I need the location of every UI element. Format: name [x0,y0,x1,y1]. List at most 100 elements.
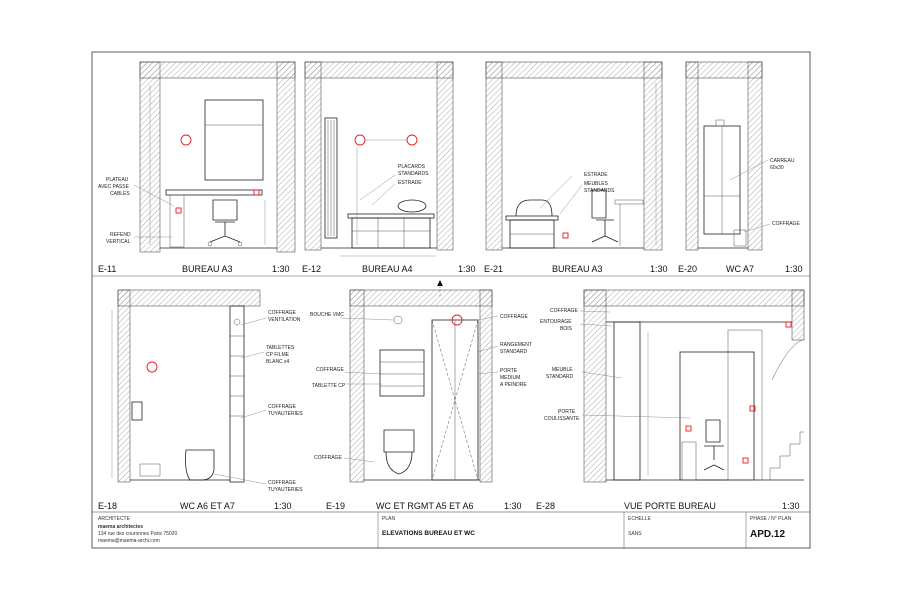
row-1-captions: E-11 BUREAU A3 1:30 E-12 BUREAU A4 1:30 … [92,264,810,277]
view-title-e19: WC ET RGMT A5 ET A6 [376,501,474,511]
office-chair [703,419,725,471]
elevation-e18: COFFRAGE VENTILATION TABLETTES CP FILME … [111,289,303,493]
firm-name: maema architectes [98,524,143,530]
elevation-e12: PLACARDS STANDARDS ESTRADE [304,61,454,257]
ceiling-slab [139,61,296,79]
elevation-e11: PLATEAU AVEC PASSE CABLES REFEND VERTICA… [98,61,296,253]
sheet-border [91,51,811,549]
label-plateau-1: PLATEAU [106,177,129,183]
coffrage-box [733,229,747,247]
door-frame [679,351,755,481]
ceiling-slab [583,289,805,307]
firm-address: 134 rue des couronnes Paris 75020 [98,531,177,537]
label-refend-1: REFEND [110,232,131,238]
label-coffrage-vent-2: VENTILATION [268,317,301,323]
elevation-e19: BOUCHE VMC COFFRAGE COFFRAGE TABLETTE CP… [310,280,532,483]
wall-right [479,289,493,483]
label-coffrage-tuy-1: COFFRAGE [268,404,296,410]
elevation-e20: CARREAU 60x30 COFFRAGE [685,61,800,251]
plan-label: PLAN [382,516,395,522]
label-carreau-2: 60x30 [770,165,784,171]
ceiling-slab [304,61,454,79]
label-tablette: TABLETTE CP [312,383,346,389]
label-plateau-3: CABLES [110,191,130,197]
echelle-value: SANS [628,531,642,537]
label-placards-2: STANDARDS [398,171,429,177]
view-code-e19: E-19 [326,501,345,511]
label-meubles-1: MEUBLES [584,181,609,187]
coffrage-column [229,305,245,483]
desk-top [165,189,263,196]
low-cabinets [351,217,431,249]
wall-left [349,289,365,483]
outlet-marker [146,361,158,373]
view-title-e20: WC A7 [726,264,754,274]
vmc-outlet [393,315,403,325]
view-scale-e11: 1:30 [272,264,290,274]
view-title-e28: VUE PORTE BUREAU [624,501,716,511]
label-coffrage-tuy2-1: COFFRAGE [268,480,296,486]
radiator [324,117,338,239]
wall-left [304,61,322,251]
label-tablettes-3: BLANC x4 [266,359,290,365]
architecte-label: ARCHITECTE [98,516,131,522]
wall-right [643,61,663,251]
office-chair [209,199,241,243]
outlet-marker [180,134,192,146]
label-plateau-2: AVEC PASSE [98,184,130,190]
toilet [185,449,215,481]
wall-right [436,61,454,251]
staircase [769,431,804,480]
view-code-e12: E-12 [302,264,321,274]
wall-left [117,289,131,483]
view-title-e21: BUREAU A3 [552,264,603,274]
ceiling-slab [349,289,493,307]
armchair [515,199,553,217]
view-code-e21: E-21 [484,264,503,274]
label-meuble-1: MEUBLE [552,367,573,373]
label-rangement-2: STANDARD [500,349,528,355]
elevation-e28: COFFRAGE ENTOURAGE BOIS MEUBLE STANDARD … [540,289,805,483]
ceiling-slab [117,289,261,307]
view-scale-e20: 1:30 [785,264,803,274]
label-coffrage: COFFRAGE [550,308,578,314]
side-table [681,441,697,481]
cushion [397,199,427,213]
wall-left [685,61,699,251]
label-meuble-2: STANDARD [546,374,574,380]
wall-left [583,289,607,483]
view-title-e18: WC A6 ET A7 [180,501,235,511]
label-porte-1: PORTE [500,368,518,374]
view-scale-e18: 1:30 [274,501,292,511]
washbasin [131,401,143,421]
view-code-e18: E-18 [98,501,117,511]
ceiling-slab [485,61,663,79]
label-coffrage-low: COFFRAGE [314,455,342,461]
label-refend-2: VERTICAL [106,239,131,245]
row-2-captions: E-18 WC A6 ET A7 1:30 E-19 WC ET RGMT A5… [98,501,800,511]
estrade [347,213,435,219]
tall-unit [613,321,641,481]
wall-right [791,289,805,341]
toilet [383,429,415,475]
view-code-e11: E-11 [98,264,116,274]
view-scale-e19: 1:30 [504,501,522,511]
wall-right [276,61,296,253]
label-estrade: ESTRADE [398,180,422,186]
section-arrow [437,280,443,286]
label-coffrage: COFFRAGE [772,221,800,227]
estrade [505,215,559,221]
view-scale-e12: 1:30 [458,264,476,274]
label-coffrage-vent-1: COFFRAGE [268,310,296,316]
shelving [379,349,425,397]
view-title-e12: BUREAU A4 [362,264,413,274]
label-entourage-1: ENTOURAGE [540,319,572,325]
label-porte-3: A PEINDRE [500,382,527,388]
label-bouche: BOUCHE VMC [310,312,344,318]
title-block: ARCHITECTE maema architectes 134 rue des… [98,512,792,548]
label-meubles-2: STANDARDS [584,188,615,194]
outlet-marker [406,134,418,146]
plan-number: APD.12 [750,529,785,540]
label-estrade: ESTRADE [584,172,608,178]
